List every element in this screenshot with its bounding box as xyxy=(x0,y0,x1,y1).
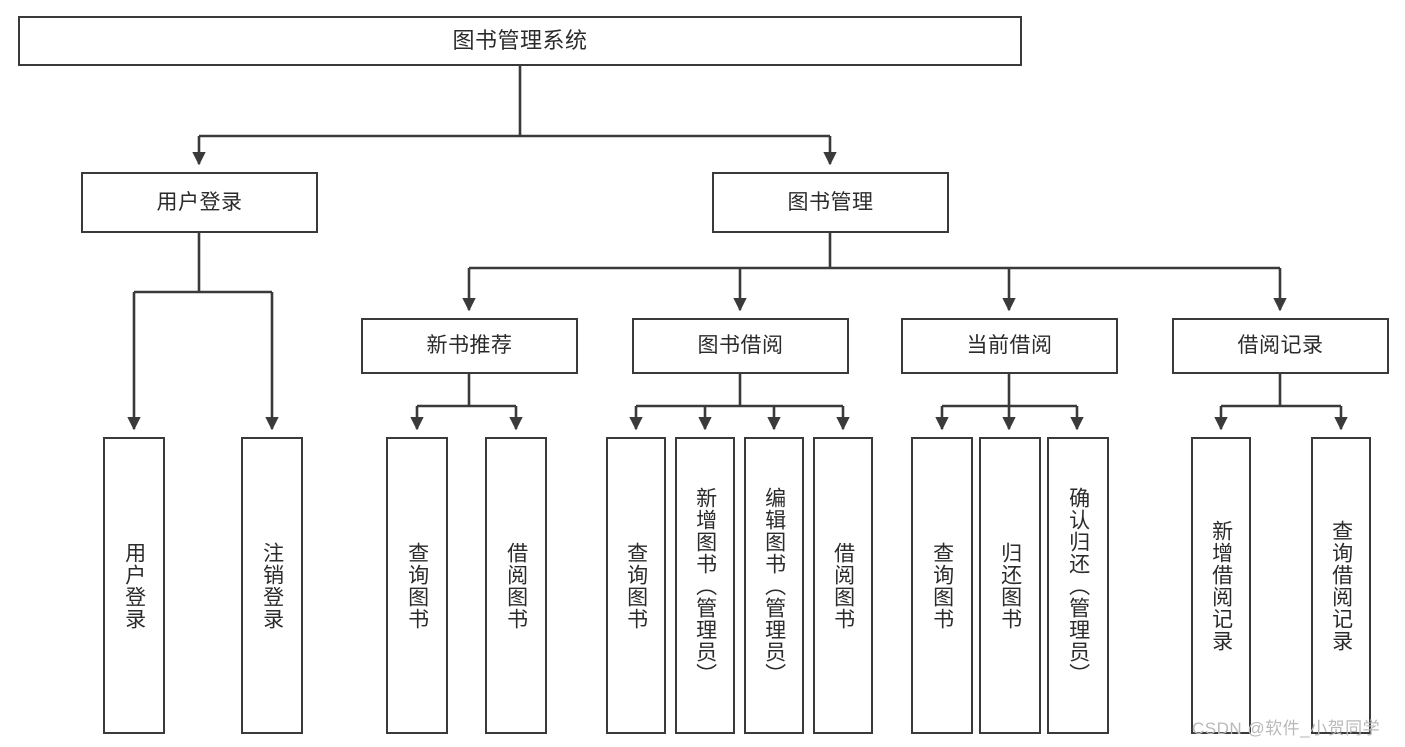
node-leaf-query-book-recommend[interactable]: 查询图书 xyxy=(386,437,448,734)
node-label: 新增图书（管理员） xyxy=(693,486,717,685)
node-label: 归还图书 xyxy=(998,541,1022,630)
node-borrow-record[interactable]: 借阅记录 xyxy=(1172,318,1389,374)
node-leaf-add-borrow-record[interactable]: 新增借阅记录 xyxy=(1191,437,1251,734)
watermark-text: CSDN @软件_小贺同学 xyxy=(1192,719,1381,738)
node-label: 新书推荐 xyxy=(426,334,513,358)
node-label: 用户登录 xyxy=(122,541,146,630)
node-label: 借阅图书 xyxy=(831,541,855,630)
node-leaf-borrow-book-recommend[interactable]: 借阅图书 xyxy=(485,437,547,734)
node-leaf-query-book-current[interactable]: 查询图书 xyxy=(911,437,973,734)
node-leaf-edit-book-admin[interactable]: 编辑图书（管理员） xyxy=(744,437,804,734)
node-label: 查询图书 xyxy=(624,541,648,630)
node-label: 当前借阅 xyxy=(966,334,1053,358)
node-label: 确认归还（管理员） xyxy=(1066,486,1090,685)
node-label: 图书管理 xyxy=(787,190,874,214)
node-new-book-recommend[interactable]: 新书推荐 xyxy=(361,318,578,374)
node-label: 图书管理系统 xyxy=(452,27,588,53)
node-leaf-user-logout[interactable]: 注销登录 xyxy=(241,437,303,734)
node-leaf-query-borrow-record[interactable]: 查询借阅记录 xyxy=(1311,437,1371,734)
node-label: 图书借阅 xyxy=(697,334,784,358)
node-label: 新增借阅记录 xyxy=(1209,519,1233,652)
node-label: 用户登录 xyxy=(156,190,243,214)
node-leaf-borrow-book[interactable]: 借阅图书 xyxy=(813,437,873,734)
node-label: 编辑图书（管理员） xyxy=(762,486,786,685)
node-user-login[interactable]: 用户登录 xyxy=(81,172,318,233)
node-root-book-management-system[interactable]: 图书管理系统 xyxy=(18,16,1022,66)
node-label: 借阅图书 xyxy=(504,541,528,630)
node-leaf-return-book[interactable]: 归还图书 xyxy=(979,437,1041,734)
node-label: 注销登录 xyxy=(260,541,284,630)
node-book-borrow[interactable]: 图书借阅 xyxy=(632,318,849,374)
node-label: 借阅记录 xyxy=(1237,334,1324,358)
node-label: 查询图书 xyxy=(930,541,954,630)
node-leaf-confirm-return-admin[interactable]: 确认归还（管理员） xyxy=(1047,437,1109,734)
node-leaf-add-book-admin[interactable]: 新增图书（管理员） xyxy=(675,437,735,734)
node-label: 查询图书 xyxy=(405,541,429,630)
node-leaf-query-book-borrow[interactable]: 查询图书 xyxy=(606,437,666,734)
node-label: 查询借阅记录 xyxy=(1329,519,1353,652)
node-current-borrow[interactable]: 当前借阅 xyxy=(901,318,1118,374)
node-book-management[interactable]: 图书管理 xyxy=(712,172,949,233)
node-leaf-user-login[interactable]: 用户登录 xyxy=(103,437,165,734)
